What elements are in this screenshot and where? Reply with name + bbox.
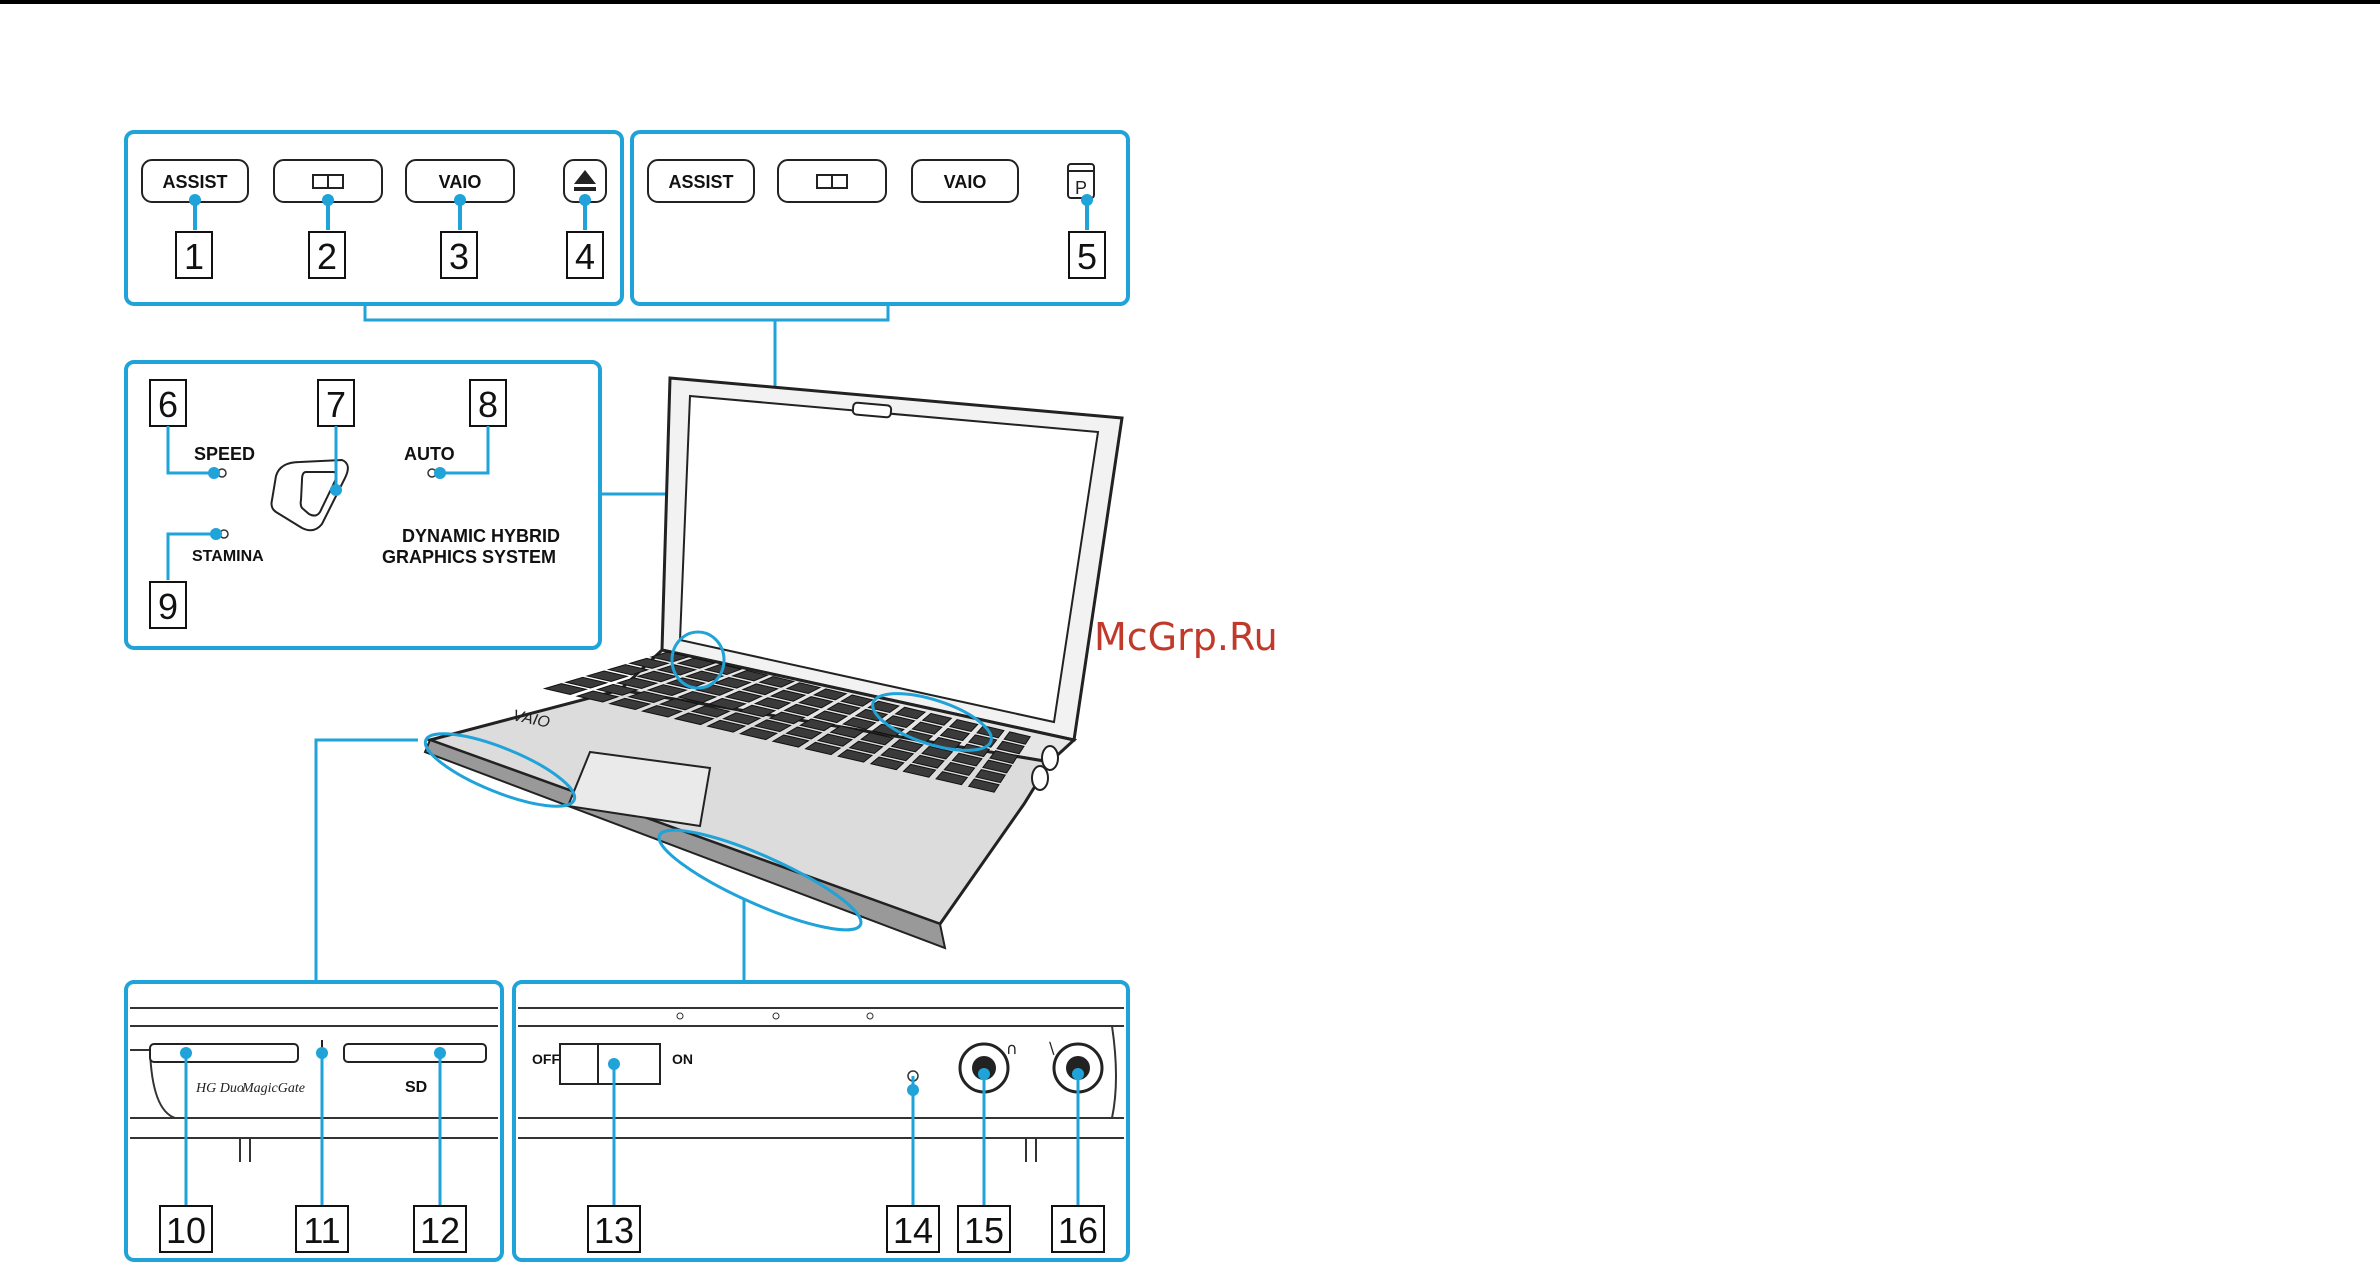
leader-to-d — [316, 740, 418, 982]
svg-text:15: 15 — [964, 1210, 1004, 1251]
auto-label: AUTO — [404, 444, 455, 464]
callout-11: 11 — [296, 1206, 348, 1252]
on-label: ON — [672, 1051, 693, 1067]
off-label: OFF — [532, 1051, 560, 1067]
microphone-icon: ∖ — [1046, 1039, 1056, 1058]
callout-5: 5 — [1069, 232, 1105, 278]
svg-text:12: 12 — [420, 1210, 460, 1251]
system-line2: GRAPHICS SYSTEM — [382, 547, 556, 567]
watermark-text: McGrp.Ru — [1094, 615, 1278, 659]
callout-7: 7 — [318, 380, 354, 426]
hg-duo-label: HG Duo — [195, 1081, 244, 1096]
callout-14: 14 — [887, 1206, 939, 1252]
bracket-ab — [365, 304, 888, 320]
svg-text:13: 13 — [594, 1210, 634, 1251]
system-line1: DYNAMIC HYBRID — [402, 526, 560, 546]
speed-label: SPEED — [194, 444, 255, 464]
callout-9: 9 — [150, 582, 186, 628]
svg-text:11: 11 — [303, 1210, 340, 1251]
svg-text:16: 16 — [1058, 1210, 1098, 1251]
sd-label: SD — [405, 1079, 427, 1096]
callout-6: 6 — [150, 380, 186, 426]
assist-button-label: ASSIST — [162, 172, 227, 192]
svg-text:1: 1 — [184, 236, 204, 277]
svg-text:10: 10 — [166, 1210, 206, 1251]
callout-10: 10 — [160, 1206, 212, 1252]
assist-button-b-label: ASSIST — [668, 172, 733, 192]
laptop-illustration: VAIO — [418, 378, 1122, 948]
callout-1: 1 — [176, 232, 212, 278]
magicgate-label: MagicGate — [241, 1081, 305, 1096]
svg-text:3: 3 — [449, 236, 469, 277]
svg-text:8: 8 — [478, 384, 498, 425]
vaio-button-b-label: VAIO — [944, 172, 987, 192]
sd-card-slot — [344, 1044, 486, 1062]
callout-13: 13 — [588, 1206, 640, 1252]
svg-text:2: 2 — [317, 236, 337, 277]
callout-4: 4 — [567, 232, 603, 278]
headphones-icon: ∩ — [1006, 1039, 1018, 1058]
callout-12: 12 — [414, 1206, 466, 1252]
callout-2: 2 — [309, 232, 345, 278]
svg-text:6: 6 — [158, 384, 178, 425]
panel-c-frame — [126, 362, 600, 648]
vaio-button-label: VAIO — [439, 172, 482, 192]
panel-b-frame — [632, 132, 1128, 304]
callout-3: 3 — [441, 232, 477, 278]
callout-8: 8 — [470, 380, 506, 426]
stamina-label: STAMINA — [192, 548, 264, 565]
memory-stick-slot — [150, 1044, 298, 1062]
svg-text:9: 9 — [158, 586, 178, 627]
svg-text:4: 4 — [575, 236, 595, 277]
svg-text:7: 7 — [326, 384, 346, 425]
svg-text:14: 14 — [893, 1210, 933, 1251]
callout-15: 15 — [958, 1206, 1010, 1252]
svg-text:5: 5 — [1077, 236, 1097, 277]
callout-16: 16 — [1052, 1206, 1104, 1252]
